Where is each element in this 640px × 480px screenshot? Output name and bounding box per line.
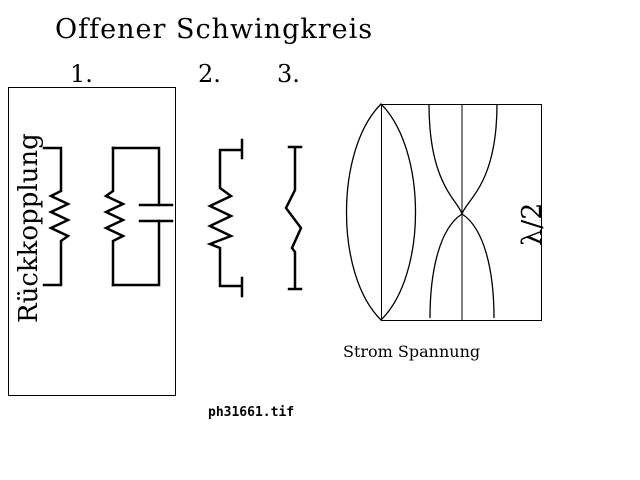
step-label-3: 3. [277, 60, 300, 88]
half-wavelength-label: λ/2 [517, 203, 548, 246]
feedback-label: Rückkopplung [14, 133, 44, 323]
stage-2-circuit [206, 138, 244, 298]
voltage-distribution-curve-right [461, 103, 498, 319]
lc-circuit-wires [111, 146, 161, 287]
stage-3-dipole [284, 145, 303, 291]
stage-1-frame [8, 87, 176, 396]
step-label-1: 1. [70, 60, 93, 88]
file-name-label: ph31661.tif [208, 405, 295, 420]
voltage-distribution-curve-left [428, 103, 463, 319]
step-label-2: 2. [198, 60, 221, 88]
capacitor-symbol [138, 203, 174, 223]
current-distribution-curve [345, 103, 417, 321]
feedback-coil [42, 146, 71, 287]
legend-caption: Strom Spannung [343, 342, 481, 361]
diagram-title: Offener Schwingkreis [55, 14, 374, 45]
lc-circuit-coil [103, 146, 126, 287]
